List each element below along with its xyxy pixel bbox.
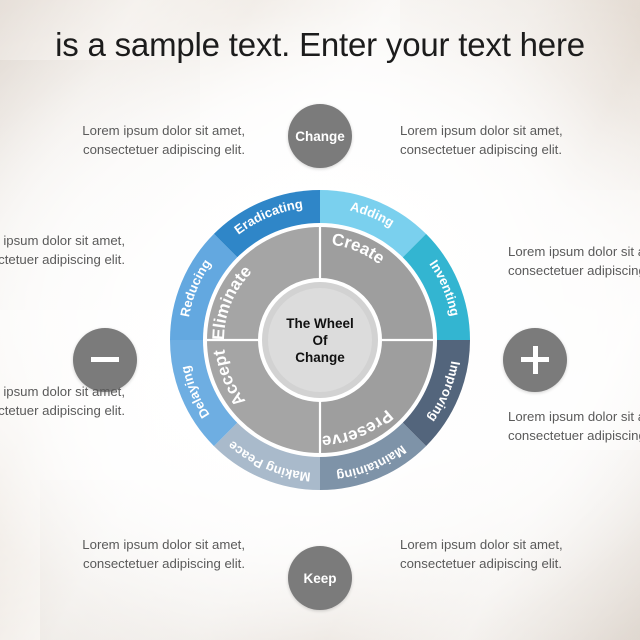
- note-mid-left[interactable]: Lorem ipsum dolor sit amet, consectetuer…: [0, 233, 125, 267]
- badge-change-label: Change: [295, 128, 345, 144]
- badge-increase[interactable]: [503, 328, 567, 392]
- note-low-left[interactable]: Lorem ipsum dolor sit amet, consectetuer…: [0, 384, 125, 418]
- center-line-1: The Wheel: [286, 316, 354, 331]
- center-line-3: Change: [295, 350, 345, 365]
- page-title: is a sample text. Enter your text here: [55, 26, 585, 63]
- note-mid-right[interactable]: Lorem ipsum dolor sit amet, consectetuer…: [508, 244, 640, 278]
- note-bottom-right[interactable]: Lorem ipsum dolor sit amet, consectetuer…: [400, 537, 563, 571]
- note-top-right[interactable]: Lorem ipsum dolor sit amet, consectetuer…: [400, 123, 563, 157]
- note-low-right[interactable]: Lorem ipsum dolor sit amet, consectetuer…: [508, 409, 640, 443]
- badge-decrease[interactable]: [73, 328, 137, 392]
- badge-keep-label: Keep: [303, 570, 337, 586]
- center-hub-inner: [268, 288, 372, 392]
- wheel-of-change-diagram: Adding Inventing Improving Maintaining M…: [140, 160, 500, 520]
- badge-change[interactable]: Change: [288, 104, 352, 168]
- note-top-left[interactable]: Lorem ipsum dolor sit amet, consectetuer…: [82, 123, 245, 157]
- center-label: The Wheel Of Change: [286, 316, 354, 365]
- plus-icon: [521, 346, 549, 374]
- badge-keep[interactable]: Keep: [288, 546, 352, 610]
- center-line-2: Of: [313, 333, 329, 348]
- note-bottom-left[interactable]: Lorem ipsum dolor sit amet, consectetuer…: [82, 537, 245, 571]
- minus-icon: [91, 346, 119, 374]
